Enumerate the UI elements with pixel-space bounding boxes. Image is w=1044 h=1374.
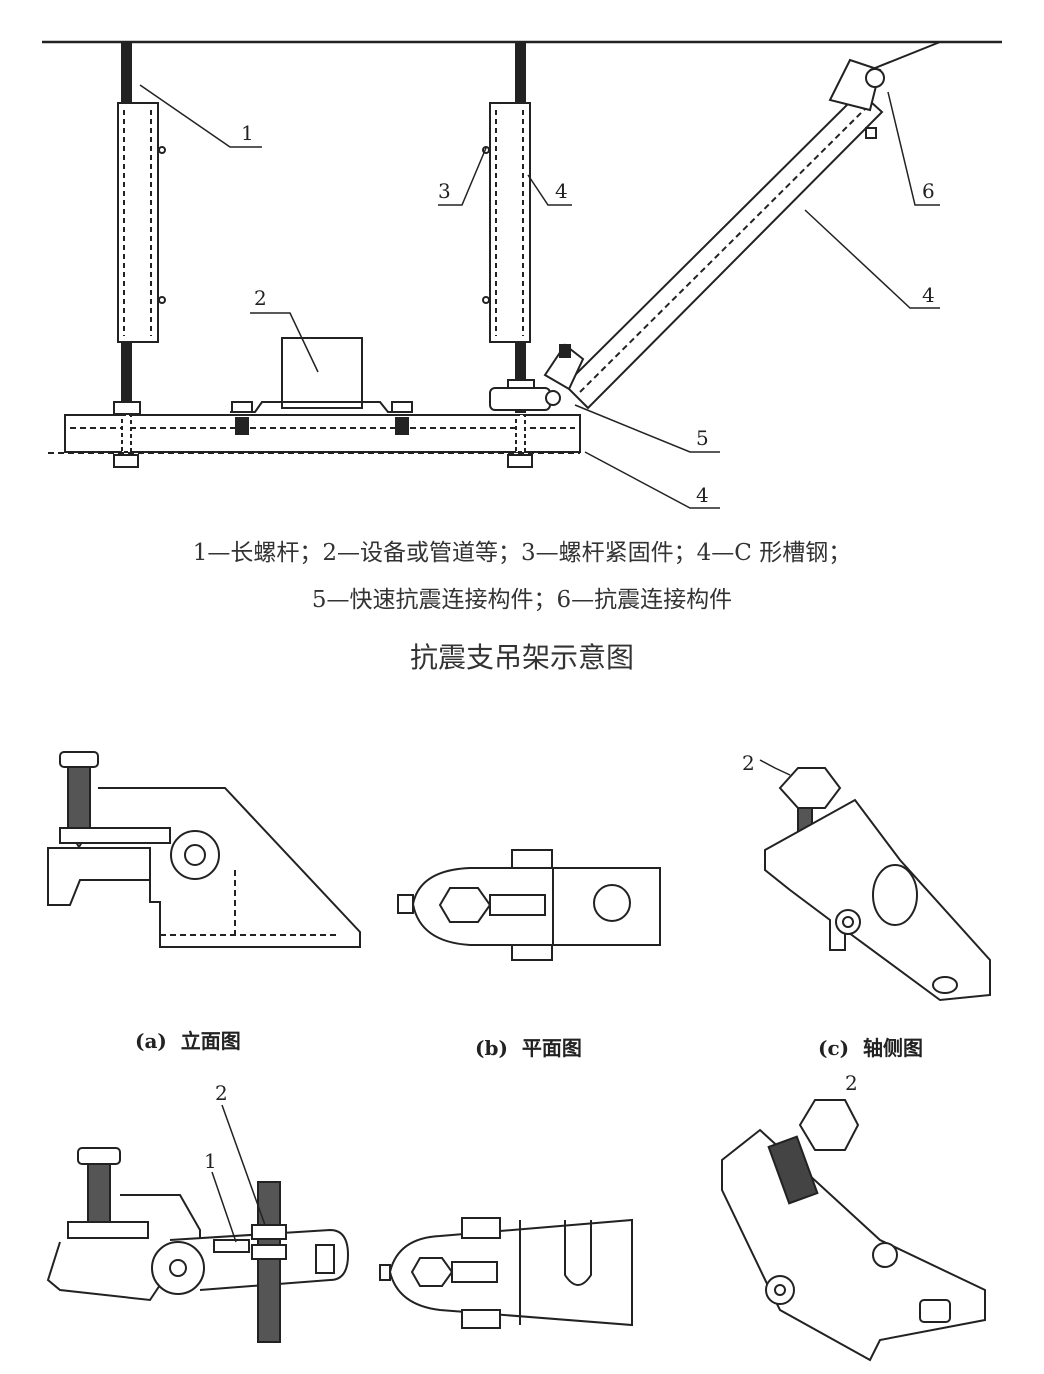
threaded-rod-right bbox=[482, 41, 531, 413]
label-connector: 6 bbox=[922, 179, 935, 203]
equipment-box bbox=[230, 337, 413, 435]
elevation-view bbox=[47, 751, 361, 948]
label-f-bolt: 2 bbox=[845, 1071, 858, 1095]
label-channel-horizontal: 4 bbox=[696, 483, 709, 507]
horizontal-channel bbox=[48, 379, 581, 468]
legend-line-2: 5—快速抗震连接构件；6—抗震连接构件 bbox=[311, 587, 733, 613]
label-c-bolt: 2 bbox=[742, 751, 755, 775]
diagonal-brace bbox=[489, 41, 941, 411]
caption-elevation: (a) 立面图 bbox=[135, 1029, 241, 1053]
caption-axonometric: (c) 轴侧图 bbox=[818, 1036, 924, 1060]
label-d-bolt: 2 bbox=[215, 1081, 228, 1105]
label-channel-brace: 4 bbox=[922, 283, 935, 307]
label-quick-connector: 5 bbox=[696, 426, 709, 450]
label-d-part: 1 bbox=[204, 1149, 217, 1173]
axonometric-view bbox=[759, 759, 991, 1002]
label-rod: 1 bbox=[241, 121, 254, 145]
plan-view bbox=[397, 849, 661, 961]
leader-lines bbox=[139, 84, 940, 509]
label-equipment: 2 bbox=[254, 286, 267, 310]
label-fastener: 3 bbox=[438, 179, 451, 203]
label-channel-vertical: 4 bbox=[555, 179, 568, 203]
legend-line-1: 1—长螺杆；2—设备或管道等；3—螺杆紧固件；4—C 形槽钢； bbox=[192, 540, 852, 566]
variant-elevation-view bbox=[46, 1104, 350, 1343]
caption-plan: (b) 平面图 bbox=[475, 1036, 582, 1060]
figure-title: 抗震支吊架示意图 bbox=[409, 641, 634, 674]
variant-plan-view bbox=[379, 1217, 633, 1329]
variant-axonometric-view bbox=[721, 1099, 986, 1362]
threaded-rod-left bbox=[117, 41, 166, 413]
